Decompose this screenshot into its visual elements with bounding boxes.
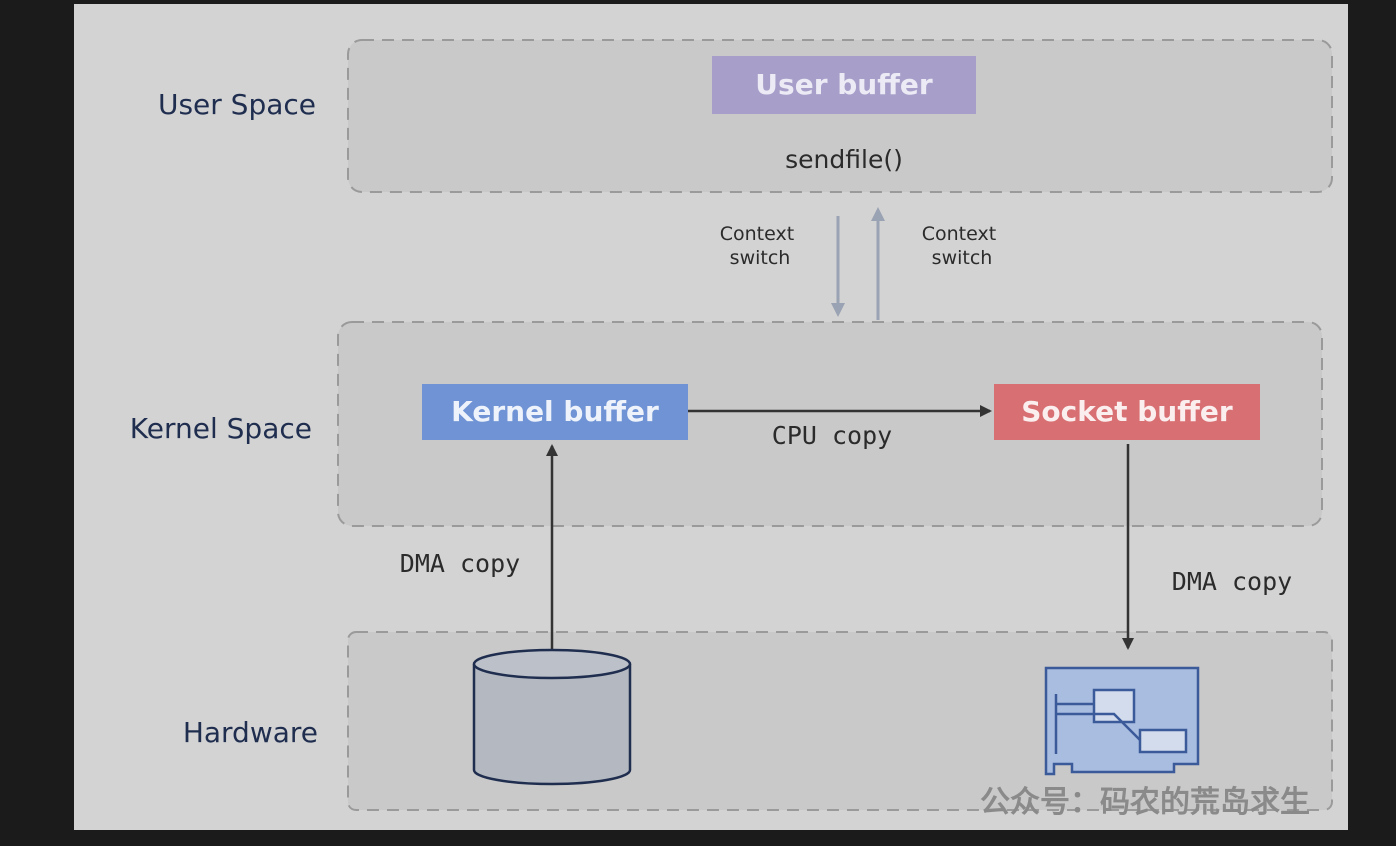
cpu-copy-label: CPU copy [772,421,892,450]
dma-copy-right-label: DMA copy [1172,567,1292,596]
kernel-space-label: Kernel Space [130,412,312,445]
hardware-label: Hardware [183,716,318,749]
diagram-canvas: User Space Kernel Space Hardware User bu… [74,4,1348,830]
zero-copy-diagram: User Space Kernel Space Hardware User bu… [130,39,1333,820]
network-card-icon [1044,666,1200,776]
user-buffer-box [712,56,976,114]
context-switch-left-label: Context switch [720,223,800,269]
dma-copy-left-label: DMA copy [400,549,520,578]
context-switch-right-label: Context switch [922,223,1002,269]
sendfile-label: sendfile() [785,145,903,174]
user-buffer-label: User buffer [755,68,933,101]
kernel-buffer-label: Kernel buffer [451,395,659,428]
watermark: 公众号：码农的荒岛求生 [980,785,1310,820]
disk-cylinder-icon [472,648,632,786]
kernel-space-panel [337,321,1323,527]
user-space-label: User Space [158,88,316,121]
socket-buffer-label: Socket buffer [1021,395,1233,428]
kernel-buffer-box [422,384,688,440]
user-space-panel [347,39,1333,193]
socket-buffer-box [994,384,1260,440]
